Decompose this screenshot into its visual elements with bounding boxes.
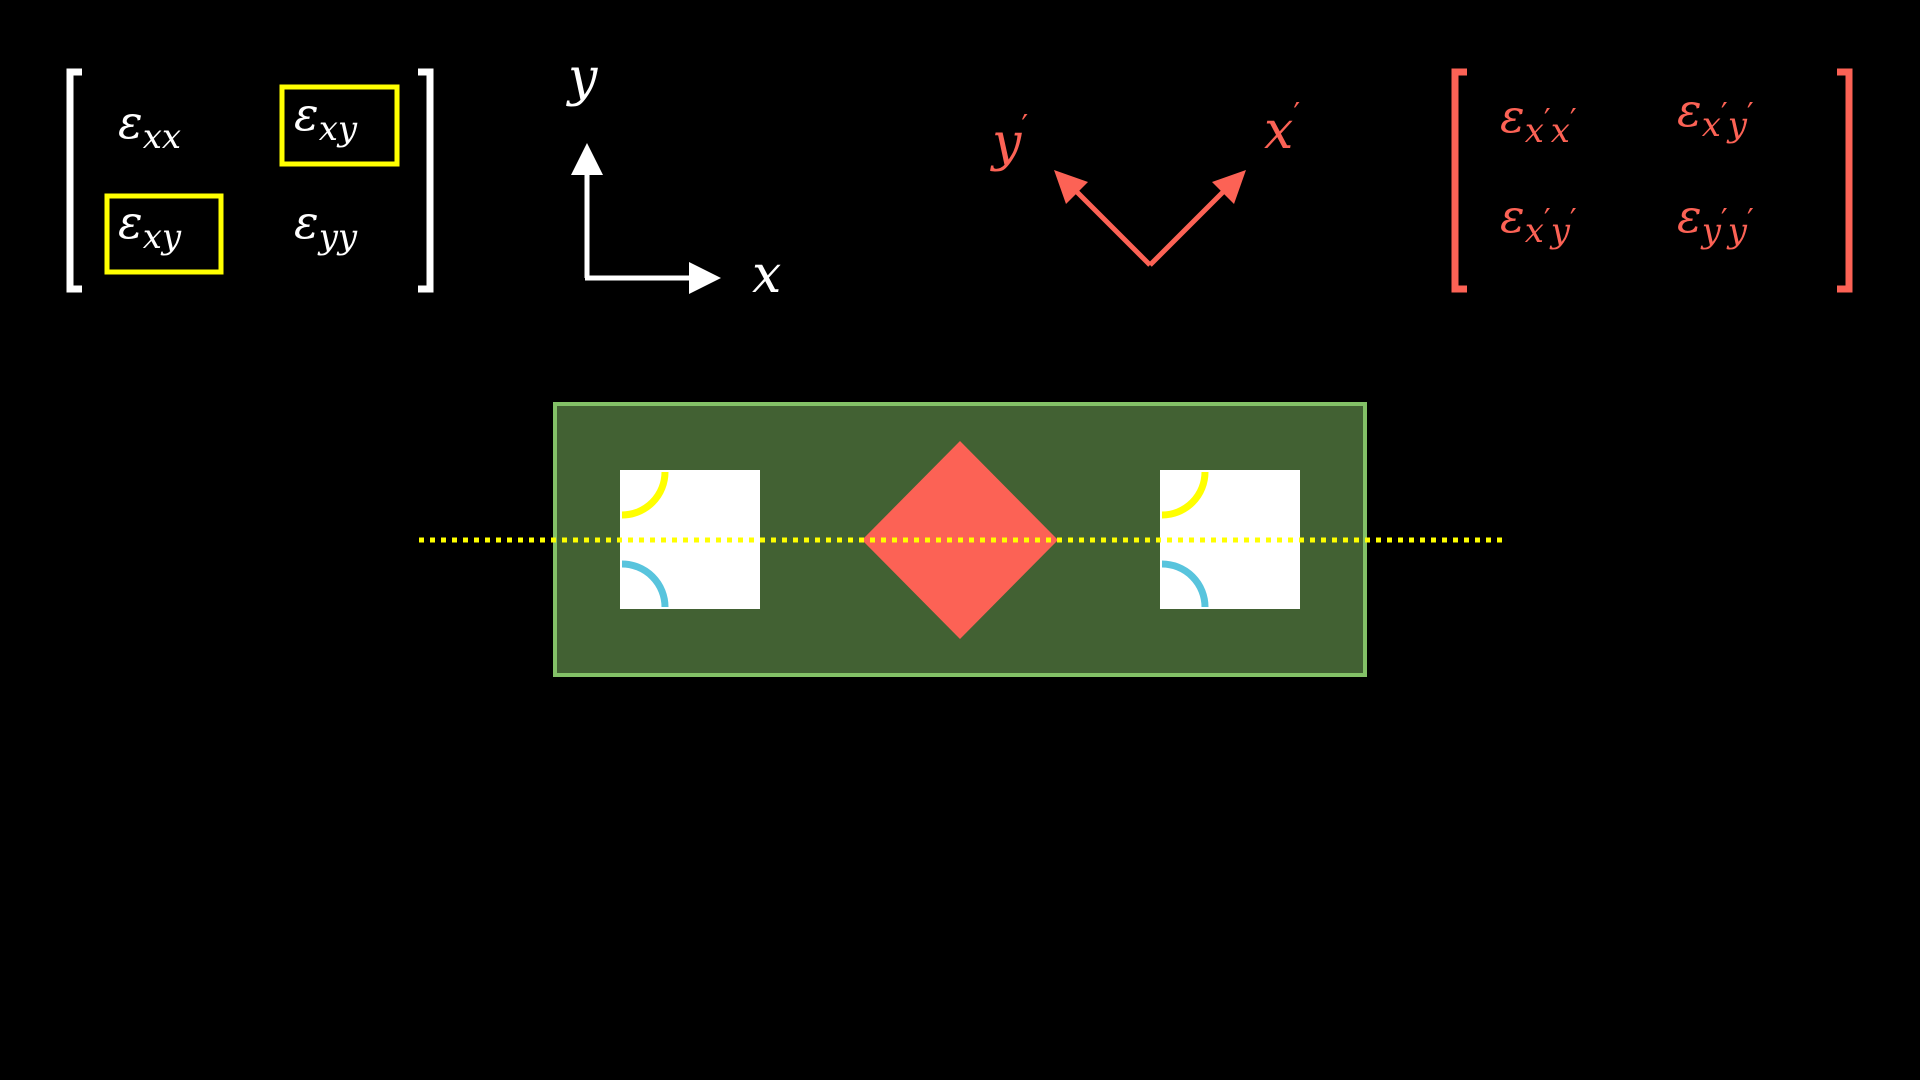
right-square-yellow-arc — [1161, 471, 1209, 519]
matrix-left-bracket — [66, 68, 82, 293]
matrix-entry-yy: εyy — [294, 195, 358, 257]
x-prime-axis-arrowhead — [1212, 170, 1246, 204]
rotated-matrix-right-bracket — [1837, 68, 1853, 293]
right-element-square — [1160, 470, 1300, 609]
rotated-matrix-entry-y1y1: εy′y′ — [1677, 189, 1754, 251]
specimen — [419, 402, 1502, 677]
left-square-blue-arc — [621, 560, 669, 608]
highlight-box-xy-bottom — [104, 193, 224, 275]
y-axis-arrowhead — [571, 143, 603, 175]
x-prime-axis-line — [1148, 188, 1227, 267]
rotated-matrix-entry-x1x1: εx′x′ — [1500, 89, 1577, 151]
highlight-box-xy-top — [279, 84, 400, 167]
matrix-entry-xy-bottom: εxy — [118, 195, 182, 257]
left-square-yellow-arc — [621, 471, 669, 519]
rotated-matrix-entry-x1y1-top: εx′y′ — [1677, 83, 1754, 145]
y-prime-axis-line — [1073, 188, 1152, 267]
axes-rotated: y′ x′ — [990, 97, 1300, 267]
y-axis-label: y — [566, 48, 598, 108]
matrix-entry-xy-top: εxy — [294, 87, 358, 149]
strain-matrix-xy: εxx εxy εxy εyy — [66, 68, 434, 293]
rotated-matrix-left-bracket — [1451, 68, 1467, 293]
left-element-square — [620, 470, 760, 609]
axes-xy: y x — [566, 48, 781, 305]
x-axis-arrowhead — [689, 262, 721, 294]
right-square-blue-arc — [1161, 560, 1209, 608]
strain-matrix-rotated: εx′x′ εx′y′ εx′y′ εy′y′ — [1451, 68, 1853, 293]
matrix-right-bracket — [418, 68, 434, 293]
right-square — [1160, 470, 1300, 609]
matrix-entry-xx: εxx — [118, 95, 181, 157]
rotated-matrix-entry-x1y1-bottom: εx′y′ — [1500, 189, 1577, 251]
y-prime-axis-label: y′ — [990, 109, 1028, 173]
x-prime-axis-label: x′ — [1264, 97, 1300, 161]
y-prime-axis-arrowhead — [1054, 170, 1088, 204]
x-axis-label: x — [752, 245, 781, 305]
